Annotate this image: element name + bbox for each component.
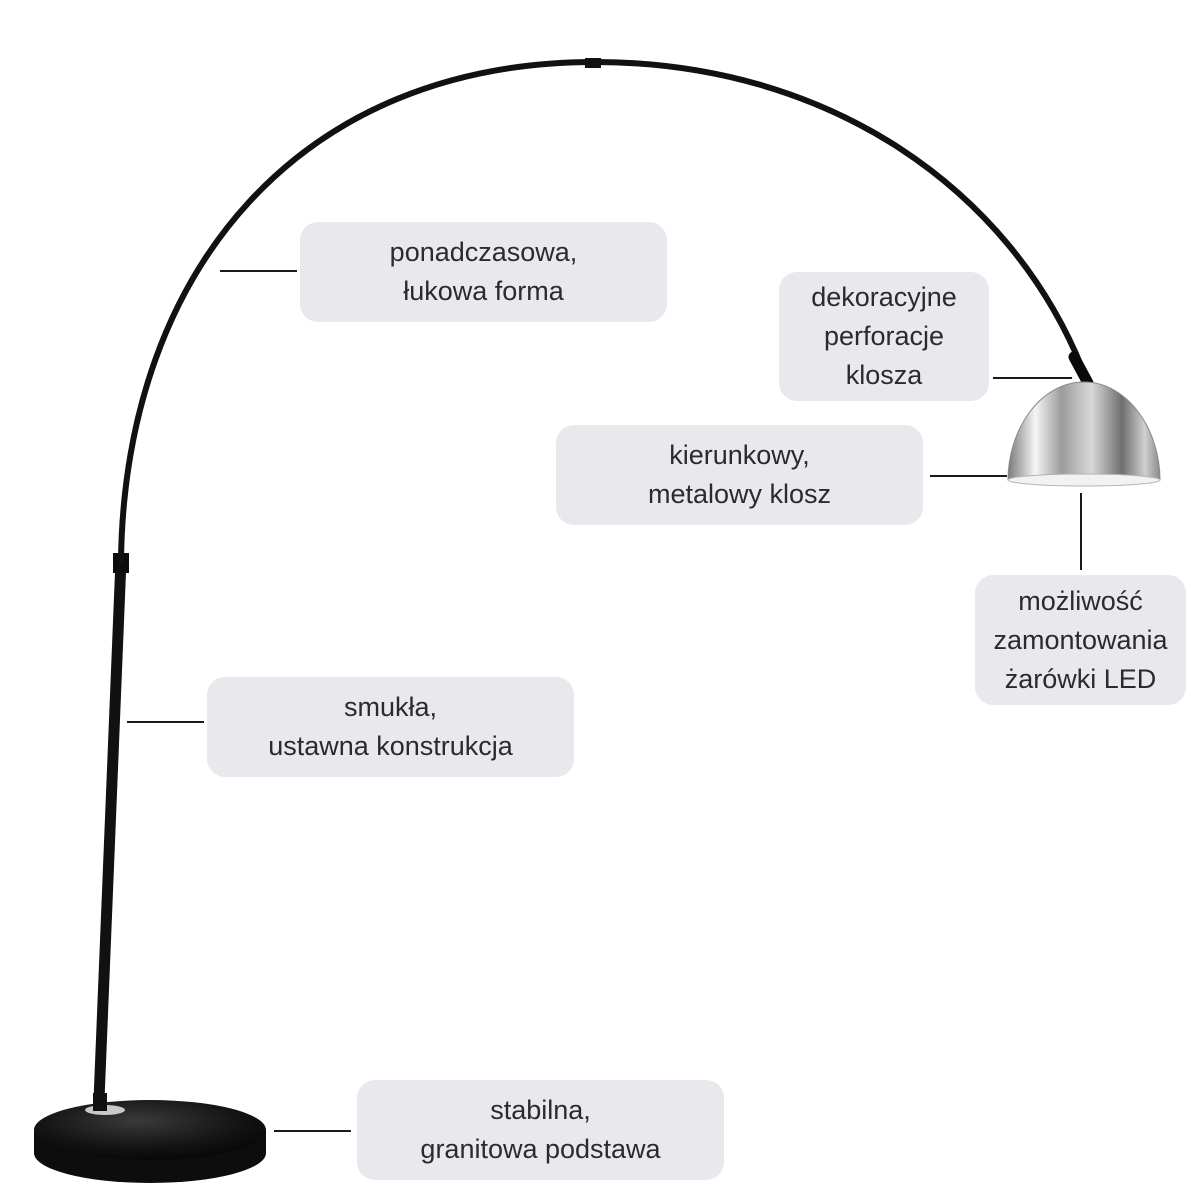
- callout-line: perforacje: [823, 321, 945, 351]
- lamp-arc: [118, 58, 1085, 563]
- callout-line: metalowy klosz: [647, 479, 832, 509]
- lamp-base: [34, 1093, 266, 1183]
- leader-lines: [127, 270, 1082, 1132]
- callout-led: możliwość zamontowania żarówki LED: [975, 575, 1186, 705]
- callout-line: żarówki LED: [1004, 663, 1157, 694]
- callout-arc-form: ponadczasowa, łukowa forma: [300, 222, 667, 322]
- callout-line: możliwość: [1018, 585, 1143, 616]
- callout-line: stabilna,: [490, 1095, 591, 1125]
- callout-construction: smukła, ustawna konstrukcja: [207, 677, 574, 777]
- lamp-pole: [93, 554, 127, 1106]
- callout-line: ustawna konstrukcja: [268, 731, 513, 761]
- callout-line: klosza: [845, 360, 923, 390]
- callout-line: ponadczasowa,: [389, 237, 578, 267]
- callout-line: kierunkowy,: [669, 440, 810, 470]
- arc-joint: [585, 58, 601, 68]
- shade-neck: [1068, 351, 1094, 389]
- callout-line: dekoracyjne: [811, 282, 957, 312]
- callout-shade: kierunkowy, metalowy klosz: [556, 425, 923, 525]
- lamp-shade: [1007, 381, 1161, 487]
- callout-base: stabilna, granitowa podstawa: [357, 1080, 724, 1180]
- callout-perforations: dekoracyjne perforacje klosza: [779, 272, 989, 401]
- pole-joint: [113, 553, 129, 573]
- callout-line: łukowa forma: [403, 276, 564, 306]
- callout-line: zamontowania: [993, 624, 1168, 655]
- callout-line: granitowa podstawa: [420, 1134, 661, 1164]
- callout-line: smukła,: [343, 692, 438, 722]
